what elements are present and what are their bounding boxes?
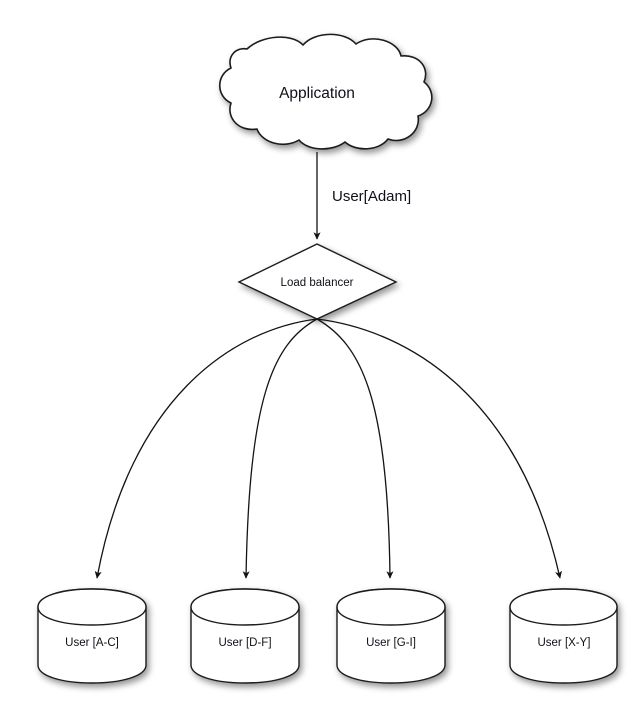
application-cloud-label: Application	[279, 85, 355, 102]
node-db-a-c[interactable]: User [A-C]	[37, 588, 147, 684]
edge-load-balancer-to-db-g-i	[316, 318, 394, 579]
node-db-x-y[interactable]: User [X-Y]	[509, 588, 618, 684]
edge-load-balancer-to-db-d-f	[242, 318, 318, 579]
db-d-f-label: User [D-F]	[218, 637, 271, 649]
node-application-cloud[interactable]: Application	[218, 33, 433, 150]
edge-load-balancer-to-db-a-c	[94, 318, 318, 579]
load-balancer-label: Load balancer	[281, 277, 354, 289]
node-load-balancer[interactable]: Load balancer	[237, 243, 398, 320]
db-a-c-label: User [A-C]	[65, 637, 119, 649]
edge-application-to-load-balancer: User[Adam]	[313, 152, 411, 240]
node-db-d-f[interactable]: User [D-F]	[190, 588, 300, 684]
db-x-y-label: User [X-Y]	[537, 637, 590, 649]
db-g-i-label: User [G-I]	[366, 637, 416, 649]
node-db-g-i[interactable]: User [G-I]	[336, 588, 446, 684]
edge-load-balancer-to-db-x-y	[316, 318, 562, 579]
edge-label-user-adam: User[Adam]	[332, 188, 411, 205]
